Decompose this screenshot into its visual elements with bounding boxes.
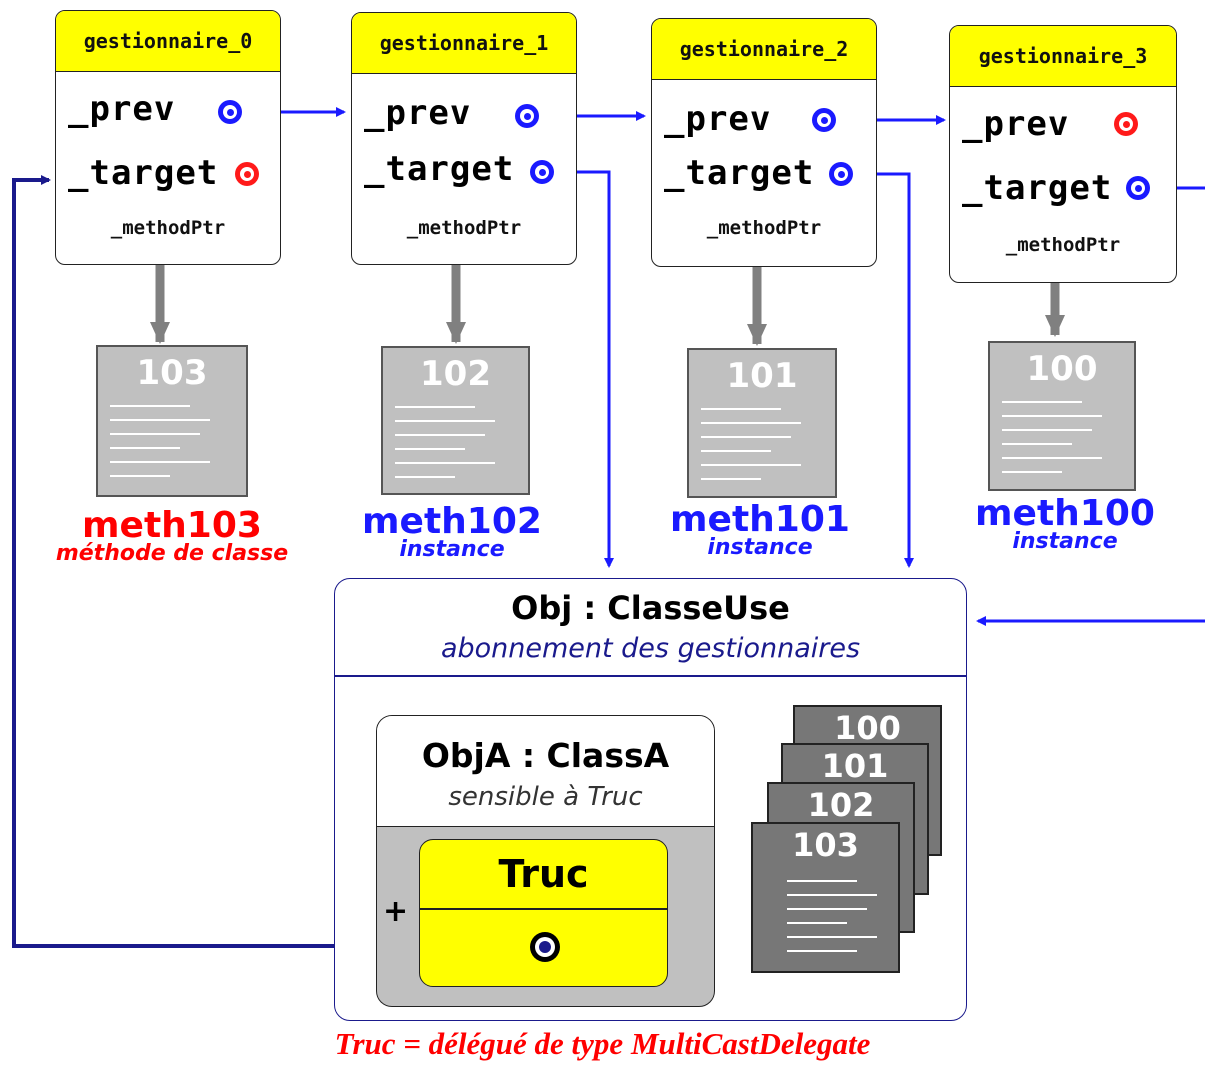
method-label-100: meth100 instance [915, 493, 1205, 554]
obja-header: ObjA : ClassA sensible à Truc [377, 716, 714, 827]
caption: Truc = délégué de type MultiCastDelegate [334, 1026, 871, 1061]
gestionnaire-2-prev-port-icon [812, 108, 836, 132]
gestionnaire-0-target-field: _target [68, 153, 219, 193]
method-doc-103: 103 [96, 345, 248, 497]
method-101-kind: instance [707, 535, 813, 560]
gestionnaire-3-prev-field: _prev [962, 104, 1070, 144]
stack-doc-103-number: 103 [792, 826, 859, 864]
method-100-kind: instance [1012, 529, 1118, 554]
method-doc-100: 100 [988, 341, 1136, 491]
gestionnaire-2-box: gestionnaire_2 _prev _target _methodPtr [651, 18, 877, 267]
gestionnaire-3-methodptr-field: _methodPtr [1005, 234, 1121, 256]
gestionnaire-3-target-field: _target [962, 168, 1113, 208]
public-visibility-marker: + [383, 894, 409, 929]
method-103-kind: méthode de classe [55, 541, 289, 566]
truc-delegate-box: Truc [419, 839, 668, 987]
gestionnaire-1-prev-field: _prev [364, 93, 472, 133]
method-102-name: meth102 [362, 501, 542, 542]
truc-title: Truc [498, 852, 589, 896]
gestionnaire-3-prev-null-icon [1114, 112, 1138, 136]
method-doc-102-number: 102 [420, 354, 491, 394]
method-doc-100-number: 100 [1026, 349, 1098, 389]
gestionnaire-2-prev-field: _prev [664, 99, 772, 139]
gestionnaire-1-methodptr-field: _methodPtr [406, 217, 522, 239]
gestionnaire-3-title: gestionnaire_3 [950, 26, 1176, 87]
gestionnaire-0-box: gestionnaire_0 _prev _target _methodPtr [55, 10, 281, 265]
gestionnaire-0-title: gestionnaire_0 [56, 11, 280, 72]
gestionnaire-0-target-null-icon [235, 162, 259, 186]
gestionnaire-1-box: gestionnaire_1 _prev _target _methodPtr [351, 12, 577, 265]
method-doc-102: 102 [381, 346, 530, 495]
method-label-101: meth101 instance [610, 499, 910, 560]
stack-doc-100-number: 100 [834, 709, 901, 747]
gestionnaire-3-target-port-icon [1126, 176, 1150, 200]
obj-divider [335, 675, 966, 677]
delegate-link [12, 175, 531, 948]
stack-doc-102-number: 102 [807, 786, 875, 824]
stack-doc-103: 103 [751, 822, 900, 973]
gestionnaire-3-box: gestionnaire_3 _prev _target _methodPtr [949, 25, 1177, 283]
gestionnaire-1-target-field: _target [364, 149, 515, 189]
gestionnaire-0-prev-port-icon [218, 100, 242, 124]
method-label-102: meth102 instance [302, 501, 602, 562]
method-doc-101-number: 101 [726, 356, 798, 396]
method-101-name: meth101 [670, 499, 850, 540]
obj-subtitle: abonnement des gestionnaires [440, 633, 861, 664]
method-label-103: meth103 méthode de classe [22, 505, 322, 566]
obja-subtitle: sensible à Truc [448, 782, 643, 812]
truc-delegate-port-icon [530, 932, 560, 962]
method-doc-103-number: 103 [136, 353, 208, 393]
method-100-name: meth100 [975, 493, 1155, 534]
method-103-name: meth103 [82, 505, 262, 546]
stack-doc-101-number: 101 [821, 747, 889, 785]
gestionnaire-2-target-port-icon [829, 162, 853, 186]
gestionnaire-1-prev-port-icon [515, 104, 539, 128]
obja-title: ObjA : ClassA [421, 736, 670, 775]
truc-divider [420, 908, 667, 910]
gestionnaire-2-target-field: _target [664, 153, 815, 193]
gestionnaire-1-target-port-icon [530, 160, 554, 184]
obj-title: Obj : ClasseUse [511, 589, 790, 627]
gestionnaire-0-prev-field: _prev [68, 89, 176, 129]
gestionnaire-2-methodptr-field: _methodPtr [706, 217, 822, 239]
method-doc-101: 101 [687, 348, 837, 498]
gestionnaire-2-title: gestionnaire_2 [652, 19, 876, 80]
gestionnaire-1-title: gestionnaire_1 [352, 13, 576, 74]
method-102-kind: instance [399, 537, 505, 562]
gestionnaire-0-methodptr-field: _methodPtr [110, 217, 226, 239]
